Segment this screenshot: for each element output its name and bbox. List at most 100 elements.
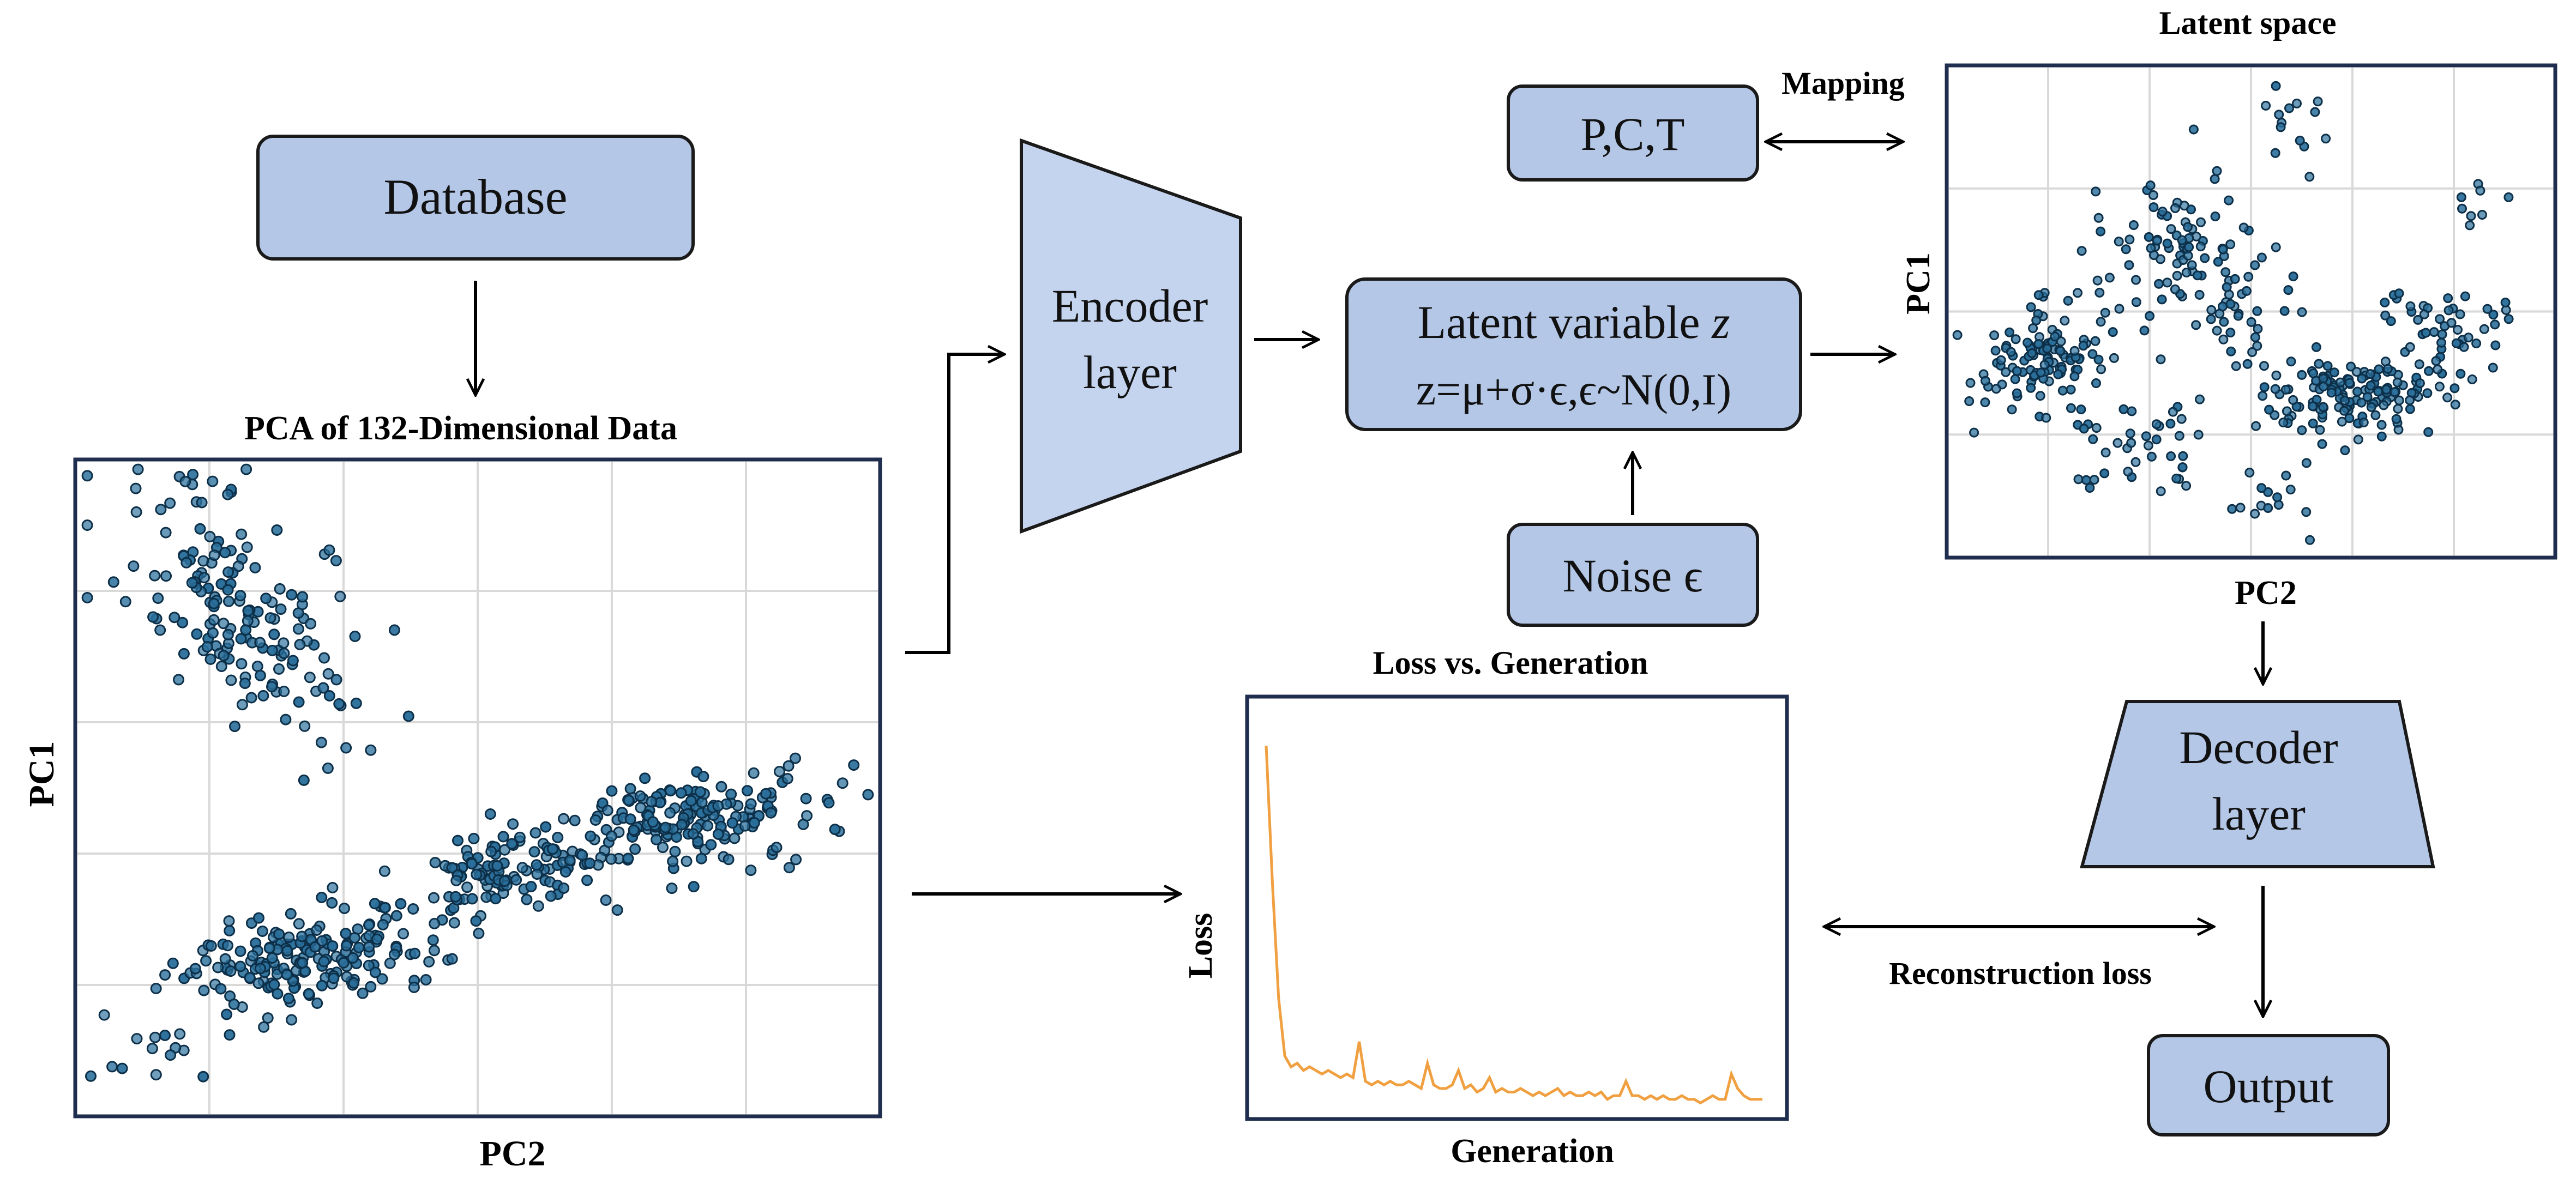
pca-point (339, 903, 350, 914)
pca-point (428, 945, 440, 957)
pca-point (212, 962, 224, 974)
latent-space-point (2156, 354, 2166, 365)
pca-point (409, 947, 421, 959)
latent-space-point (2362, 392, 2373, 402)
latent-space-point (2145, 180, 2156, 191)
pca-point (228, 999, 240, 1010)
pca-point (491, 860, 503, 872)
pca-point (371, 933, 383, 945)
latent-space-point (2460, 291, 2470, 301)
latent-space-point (2250, 332, 2260, 342)
latent-space-point (2222, 282, 2232, 292)
pca-point (514, 831, 526, 843)
pca-point (498, 875, 510, 887)
latent-space-point (2295, 135, 2305, 146)
pca-point (225, 965, 237, 977)
latent-space-point (2304, 172, 2315, 182)
latent-space-point (2225, 239, 2236, 250)
pca-point (293, 918, 305, 930)
latent-space-point (2475, 185, 2485, 196)
latent-space-point (2055, 346, 2066, 356)
latent-space-point (2405, 404, 2415, 414)
latent-space-point (2183, 251, 2193, 261)
pca-point (201, 641, 213, 653)
pca-point (628, 824, 640, 836)
pca-point (516, 862, 528, 874)
pca-point (222, 628, 234, 640)
latent-space-point (2503, 314, 2514, 324)
latent-space-point (2281, 470, 2291, 481)
latent-space-point (2421, 328, 2431, 338)
pca-point (702, 820, 714, 832)
latent-space-point (2206, 305, 2217, 315)
pca-point (186, 577, 198, 589)
noise-label: Noise ϵ (1563, 549, 1703, 602)
pca-point (293, 696, 305, 708)
encoder-shape (1020, 138, 1242, 534)
latent-variable-formula: z=μ+σ·ϵ,ϵ~N(0,I) (1416, 365, 1731, 414)
latent-space-point (1952, 330, 1963, 340)
latent-space-point (2006, 347, 2016, 357)
pca-point (236, 658, 248, 670)
pca-point (623, 795, 635, 807)
latent-space-point (2459, 342, 2469, 352)
pca-point (152, 592, 164, 604)
pca-point (292, 607, 304, 619)
pca-point (468, 832, 480, 844)
pca-point (357, 987, 369, 999)
latent-space-point (2170, 203, 2180, 213)
pca-point (353, 941, 365, 953)
pca-point (273, 928, 285, 940)
latent-space-point (2078, 341, 2089, 351)
latent-space-point (2131, 275, 2141, 285)
latent-space-point (2031, 315, 2042, 325)
latent-space-point (2435, 314, 2445, 324)
latent-space-point (2224, 195, 2234, 205)
latent-space-point (2151, 419, 2162, 430)
latent-space-point (1989, 330, 2000, 341)
pca-point (446, 953, 458, 965)
pca-point (348, 977, 360, 989)
latent-space-point (2503, 192, 2514, 202)
pca-point (208, 614, 220, 626)
loss-y-axis-label: Loss (1182, 913, 1219, 979)
pca-point (712, 829, 724, 840)
pca-point (666, 882, 678, 894)
latent-space-point (2126, 438, 2136, 448)
database-label: Database (383, 169, 567, 225)
latent-space-point (2488, 310, 2499, 320)
pca-point (278, 637, 290, 649)
pca-point (81, 519, 93, 531)
pca-point (545, 890, 557, 902)
latent-space-point (2162, 277, 2172, 288)
pca-point (862, 789, 874, 801)
latent-space-point (2366, 380, 2376, 391)
latent-space-point (2104, 273, 2115, 283)
pca-point (244, 972, 256, 984)
pca-point (328, 972, 340, 984)
latent-space-point (2230, 274, 2240, 284)
latent-space-point (2261, 100, 2271, 111)
latent-space-point (2282, 406, 2292, 416)
latent-space-point (2386, 316, 2396, 327)
pca-point (558, 813, 570, 825)
pca-point (119, 596, 131, 608)
pca-point (781, 773, 793, 784)
pca-point (252, 977, 264, 989)
pca-point (605, 853, 617, 865)
pca-point (581, 874, 593, 886)
latent-space-point (2292, 98, 2302, 108)
pca-point (606, 830, 617, 842)
pca-point (507, 818, 519, 830)
latent-space-point (2380, 298, 2390, 307)
latent-space-point (2092, 275, 2103, 286)
output-node: Output (2147, 1034, 2390, 1136)
latent-space-point (2144, 232, 2154, 242)
latent-space-point (2023, 337, 2033, 348)
latent-space-point (2148, 202, 2159, 213)
latent-space-point (2210, 174, 2220, 184)
latent-space-point (2027, 348, 2037, 358)
latent-space-point (2094, 287, 2105, 298)
latent-space-point (2200, 253, 2210, 263)
pca-points (81, 463, 874, 1083)
